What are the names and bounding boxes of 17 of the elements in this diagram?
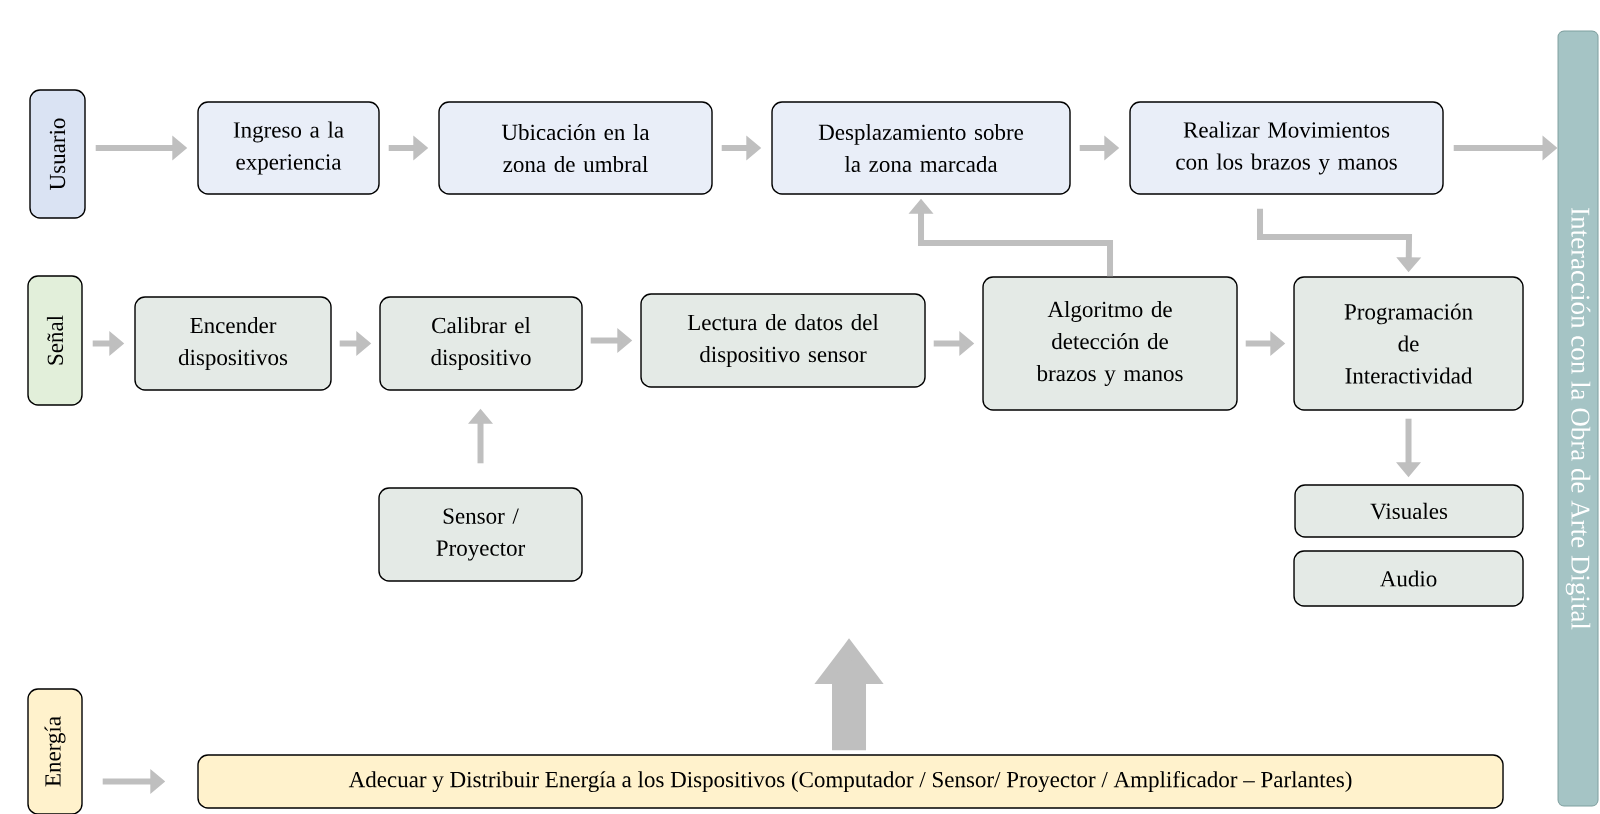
process-box: Desplazamiento sobre la zona marcada	[771, 101, 1071, 195]
process-box: Adecuar y Distribuir Energía a los Dispositivos (Computador / Sensor/ Proyector / Amplificador – Parlantes)	[197, 754, 1504, 809]
process-box: Encender dispositivos	[134, 296, 332, 391]
process-box: Visuales	[1294, 484, 1524, 538]
process-box: Realizar Movimientos con los brazos y manos	[1129, 101, 1444, 195]
process-box: Algoritmo de detección de brazos y manos	[982, 276, 1238, 411]
lane-label: Energía	[27, 688, 83, 814]
process-box: Ingreso a la experiencia	[197, 101, 380, 195]
lane-label: Usuario	[29, 89, 86, 219]
outcome-band: Interacción con la Obra de Arte Digital	[1557, 30, 1599, 807]
process-box: Calibrar el dispositivo	[379, 296, 583, 391]
process-box: Ubicación en la zona de umbral	[438, 101, 713, 195]
lane-label: Señal	[27, 275, 83, 406]
process-box: Programación de Interactividad	[1293, 276, 1524, 411]
process-box: Audio	[1293, 550, 1524, 607]
process-box: Lectura de datos del dispositivo sensor	[640, 293, 926, 388]
process-box: Sensor / Proyector	[378, 487, 583, 582]
